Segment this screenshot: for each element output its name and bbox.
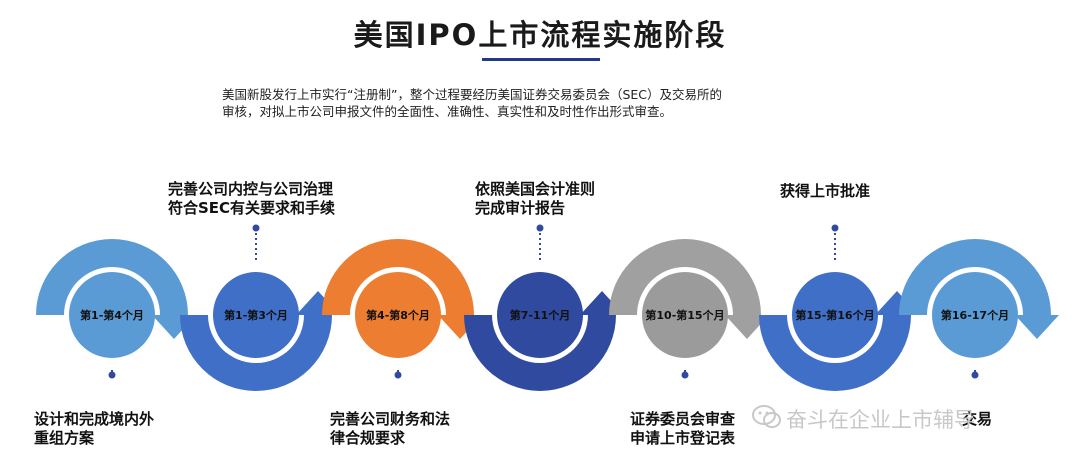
- stage-label-3-line-1: 完善公司财务和法: [330, 410, 451, 428]
- stage-label-2: 完善公司内控与公司治理符合SEC有关要求和手续: [168, 180, 335, 218]
- wechat-icon: [752, 405, 781, 428]
- stage-label-5-line-2: 申请上市登记表: [630, 429, 736, 447]
- stage-period-2: 第1-第3个月: [224, 308, 288, 322]
- stage-period-3: 第4-第8个月: [366, 308, 430, 322]
- intro-line-1: 美国新股发行上市实行“注册制”，整个过程要经历美国证券交易委员会（SEC）及交易…: [222, 87, 723, 102]
- stage-label-5: 证券委员会审查申请上市登记表: [630, 410, 735, 448]
- stage-circle-6: [792, 272, 878, 358]
- connector-dot-3: [394, 371, 402, 379]
- connector-dot-7: [971, 371, 979, 379]
- stage-label-1: 设计和完成境内外重组方案: [34, 410, 154, 448]
- stage-circle-2: [213, 272, 299, 358]
- stage-label-6-line-1: 获得上市批准: [780, 182, 871, 200]
- stage-period-7: 第16-17个月: [941, 308, 1009, 322]
- connector-dot-6: [831, 224, 839, 232]
- ring-arrow-5: [725, 315, 769, 339]
- stage-circle-5: [642, 272, 728, 358]
- connector-dot-4: [536, 224, 544, 232]
- stage-label-4-line-2: 完成审计报告: [475, 199, 566, 217]
- ring-segment-1: [36, 239, 188, 315]
- ring-segment-7: [899, 239, 1051, 315]
- stage-circle-4: [497, 272, 583, 358]
- title-underline: [482, 58, 600, 61]
- stage-label-2-line-2: 符合SEC有关要求和手续: [168, 199, 336, 217]
- stage-label-6: 获得上市批准: [780, 182, 870, 201]
- stage-label-7-line-1: 交易: [962, 410, 993, 428]
- ring-segment-2: [180, 315, 332, 391]
- stage-period-1: 第1-第4个月: [80, 308, 144, 322]
- stage-circle-1: [69, 272, 155, 358]
- stage-circle-7: [932, 272, 1018, 358]
- stage-circle-3: [355, 272, 441, 358]
- ring-segment-6: [759, 315, 911, 391]
- watermark: 奋斗在企业上市辅导: [786, 404, 975, 434]
- stage-label-1-line-2: 重组方案: [34, 429, 95, 447]
- ring-segment-5: [609, 239, 761, 315]
- ring-segment-3: [322, 239, 474, 315]
- stage-period-4: 第7-11个月: [510, 308, 571, 322]
- connector-dot-2: [252, 224, 260, 232]
- stage-label-2-line-1: 完善公司内控与公司治理: [168, 180, 334, 198]
- connector-dot-5: [681, 371, 689, 379]
- stage-label-5-line-1: 证券委员会审查: [630, 410, 736, 428]
- stage-label-4-line-1: 依照美国会计准则: [475, 180, 596, 198]
- stage-period-5: 第10-第15个月: [645, 308, 724, 322]
- stage-label-4: 依照美国会计准则完成审计报告: [475, 180, 595, 218]
- page-title: 美国IPO上市流程实施阶段: [353, 18, 727, 52]
- watermark-text: 奋斗在企业上市辅导: [786, 408, 975, 432]
- stage-label-7: 交易: [962, 410, 992, 429]
- stage-label-3-line-2: 律合规要求: [330, 429, 406, 447]
- ring-arrow-7: [1015, 315, 1059, 339]
- ring-segment-4: [464, 315, 616, 391]
- intro-line-2: 审核，对拟上市公司申报文件的全面性、准确性、真实性和及时性作出形式审查。: [222, 104, 673, 119]
- stage-label-1-line-1: 设计和完成境内外: [34, 410, 155, 428]
- connector-dot-1: [108, 371, 116, 379]
- intro-text: 美国新股发行上市实行“注册制”，整个过程要经历美国证券交易委员会（SEC）及交易…: [222, 86, 862, 120]
- stage-label-3: 完善公司财务和法律合规要求: [330, 410, 450, 448]
- stage-period-6: 第15-第16个月: [795, 308, 874, 322]
